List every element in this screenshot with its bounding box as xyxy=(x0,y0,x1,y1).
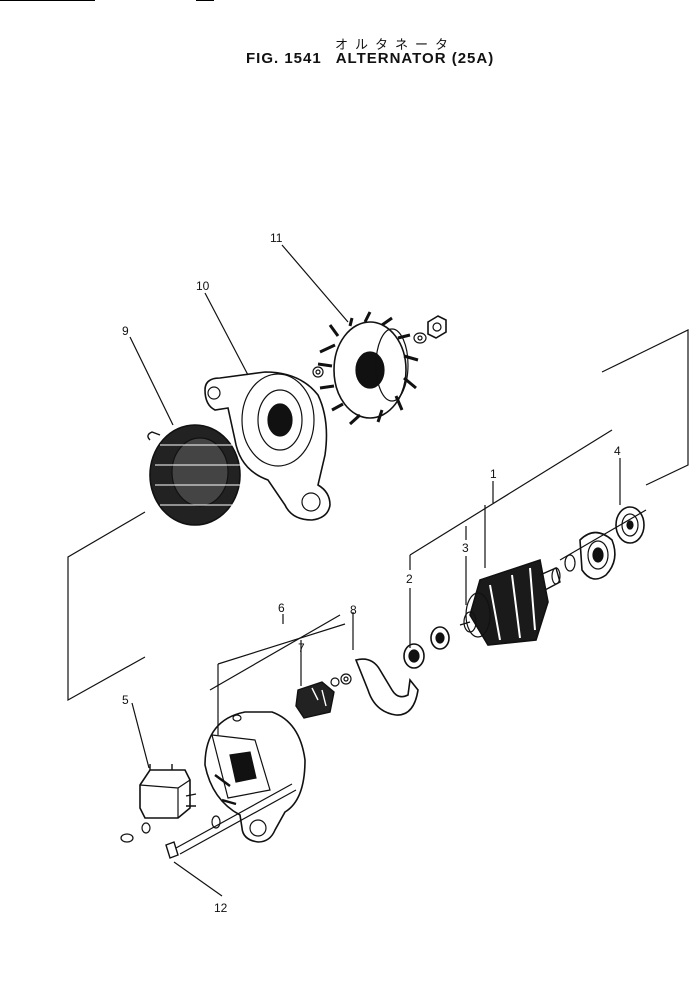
callout-11: 11 xyxy=(270,231,283,245)
callout-5: 5 xyxy=(122,693,129,707)
callout-10: 10 xyxy=(196,279,210,293)
bearing-retainer-part xyxy=(564,506,645,580)
callout-6: 6 xyxy=(278,601,285,615)
assembly-guide-lines xyxy=(67,329,689,702)
callout-1: 1 xyxy=(490,467,497,481)
figure-number: FIG. 1541 xyxy=(246,50,322,67)
through-bolt-part xyxy=(165,783,297,859)
callout-4: 4 xyxy=(614,444,621,458)
top-edge-rule-left xyxy=(0,0,95,1)
callout-2: 2 xyxy=(406,572,413,586)
diagram-title: FIG. 1541 ALTERNATOR (25A) xyxy=(246,50,508,67)
diagram-title-japanese: オルタネータ xyxy=(335,38,456,53)
top-edge-rule-mid xyxy=(196,0,214,1)
cover-plate-part xyxy=(340,658,419,716)
bearing-part xyxy=(403,626,450,669)
rear-housing-part xyxy=(204,711,306,843)
brush-holder-part xyxy=(295,677,340,719)
regulator-part xyxy=(120,764,197,843)
fan-part xyxy=(317,311,447,426)
stator-part xyxy=(147,424,241,526)
callout-3: 3 xyxy=(462,541,469,555)
rotor-part xyxy=(459,558,561,646)
callout-9: 9 xyxy=(122,324,129,338)
leader-lines xyxy=(129,244,621,897)
front-housing-part xyxy=(204,366,331,521)
callout-12: 12 xyxy=(214,901,228,915)
callout-7: 7 xyxy=(298,641,305,655)
figure-title: ALTERNATOR (25A) xyxy=(335,50,495,67)
callout-8: 8 xyxy=(350,603,357,617)
